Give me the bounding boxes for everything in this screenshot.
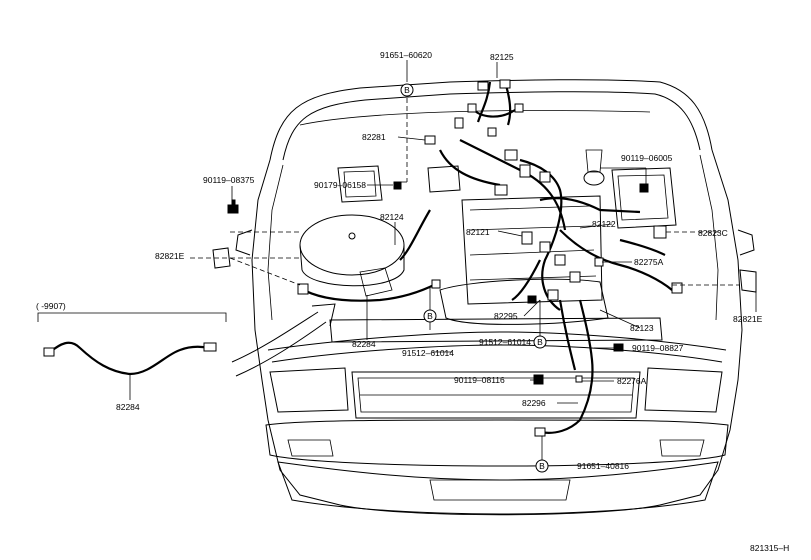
label-91651-40816: 91651–40816 bbox=[577, 461, 629, 471]
b-marker-left: B bbox=[427, 311, 433, 321]
label-91512-61014-left: 91512–61014 bbox=[402, 348, 454, 358]
label-90119-06005: 90119–06005 bbox=[621, 153, 673, 163]
b-marker-bottom: B bbox=[539, 461, 545, 471]
b-markers: B B B B bbox=[400, 83, 549, 473]
label-82284-inset: 82284 bbox=[116, 402, 140, 412]
b-marker-top: B bbox=[404, 85, 410, 95]
label-82281: 82281 bbox=[362, 132, 386, 142]
vehicle-outline bbox=[235, 79, 755, 516]
label-82124: 82124 bbox=[380, 212, 404, 222]
label-90119-08375: 90119–08375 bbox=[203, 175, 255, 185]
label-82295: 82295 bbox=[494, 311, 518, 321]
label-82821E-left: 82821E bbox=[155, 251, 185, 261]
part-labels: 91651–60620 82125 82281 90119–08375 9017… bbox=[36, 50, 789, 553]
label-90119-08116: 90119–08116 bbox=[454, 375, 505, 385]
label-90119-08827: 90119–08827 bbox=[632, 343, 684, 353]
label-82823C: 82823C bbox=[698, 228, 728, 238]
label-82296: 82296 bbox=[522, 398, 546, 408]
b-marker-right: B bbox=[537, 337, 543, 347]
label-82121: 82121 bbox=[466, 227, 490, 237]
inset-detail bbox=[37, 303, 336, 400]
label-82123: 82123 bbox=[630, 323, 654, 333]
label-82821E-right: 82821E bbox=[733, 314, 763, 324]
label-90179-06158: 90179–06158 bbox=[314, 180, 366, 190]
label-82122: 82122 bbox=[592, 219, 616, 229]
label-82275A: 82275A bbox=[634, 257, 664, 267]
leader-lines bbox=[190, 60, 757, 460]
engine-bay bbox=[299, 149, 677, 343]
label-inset-range: ( -9907) bbox=[36, 301, 66, 311]
label-91651-60620: 91651–60620 bbox=[380, 50, 432, 60]
label-82125: 82125 bbox=[490, 52, 514, 62]
label-91512-61014-right: 91512–61014 bbox=[479, 337, 531, 347]
label-82284-main: 82284 bbox=[352, 339, 376, 349]
connectors bbox=[212, 79, 757, 437]
figure-code: 821315–H bbox=[750, 543, 789, 553]
label-82276A: 82276A bbox=[617, 376, 647, 386]
